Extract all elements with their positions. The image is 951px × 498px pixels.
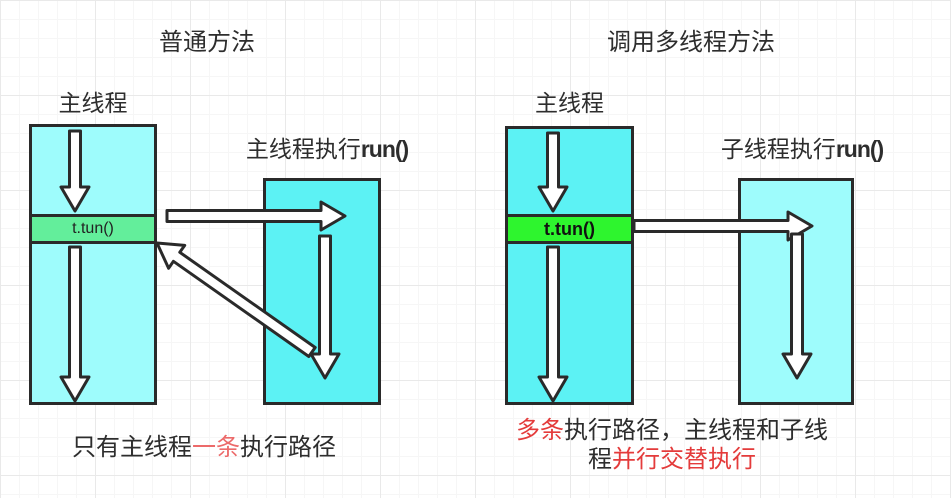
left-caption-post: 执行路径 — [240, 434, 336, 461]
left-caption: 只有主线程一条执行路径 — [54, 427, 354, 462]
right-run-label: 子线程执行run() — [702, 130, 902, 164]
right-caption-highlight-2: 并行交替执行 — [612, 446, 756, 473]
left-run-label-prefix: 主线程执行 — [245, 136, 361, 162]
right-run-label-prefix: 子线程执行 — [720, 136, 836, 162]
left-method-call-text: t.tun() — [72, 220, 114, 237]
left-main-thread-label: 主线程 — [58, 90, 128, 116]
right-caption-mid: 执行路径，主线程和子线 — [564, 417, 828, 444]
right-main-thread-rect — [505, 126, 634, 405]
right-caption-highlight-1: 多条 — [516, 417, 564, 444]
left-main-thread-rect — [29, 124, 157, 405]
right-method-call-text: t.tun() — [544, 218, 595, 239]
right-run-rect — [738, 178, 854, 405]
left-caption-highlight: 一条 — [192, 434, 240, 461]
right-main-thread-label: 主线程 — [535, 90, 604, 116]
left-panel-title: 普通方法 — [159, 29, 255, 56]
right-method-call-band: t.tun() — [505, 214, 634, 244]
left-run-label-method: run() — [360, 136, 409, 162]
right-run-label-method: run() — [835, 136, 884, 162]
right-caption-wrap: 程 — [588, 446, 612, 473]
left-run-rect — [263, 178, 381, 405]
left-caption-pre: 只有主线程 — [72, 434, 192, 461]
left-method-call-band: t.tun() — [29, 214, 157, 244]
right-caption: 多条执行路径，主线程和子线 程并行交替执行 — [512, 416, 832, 474]
left-run-label: 主线程执行run() — [227, 130, 427, 164]
right-panel-title: 调用多线程方法 — [607, 29, 775, 56]
